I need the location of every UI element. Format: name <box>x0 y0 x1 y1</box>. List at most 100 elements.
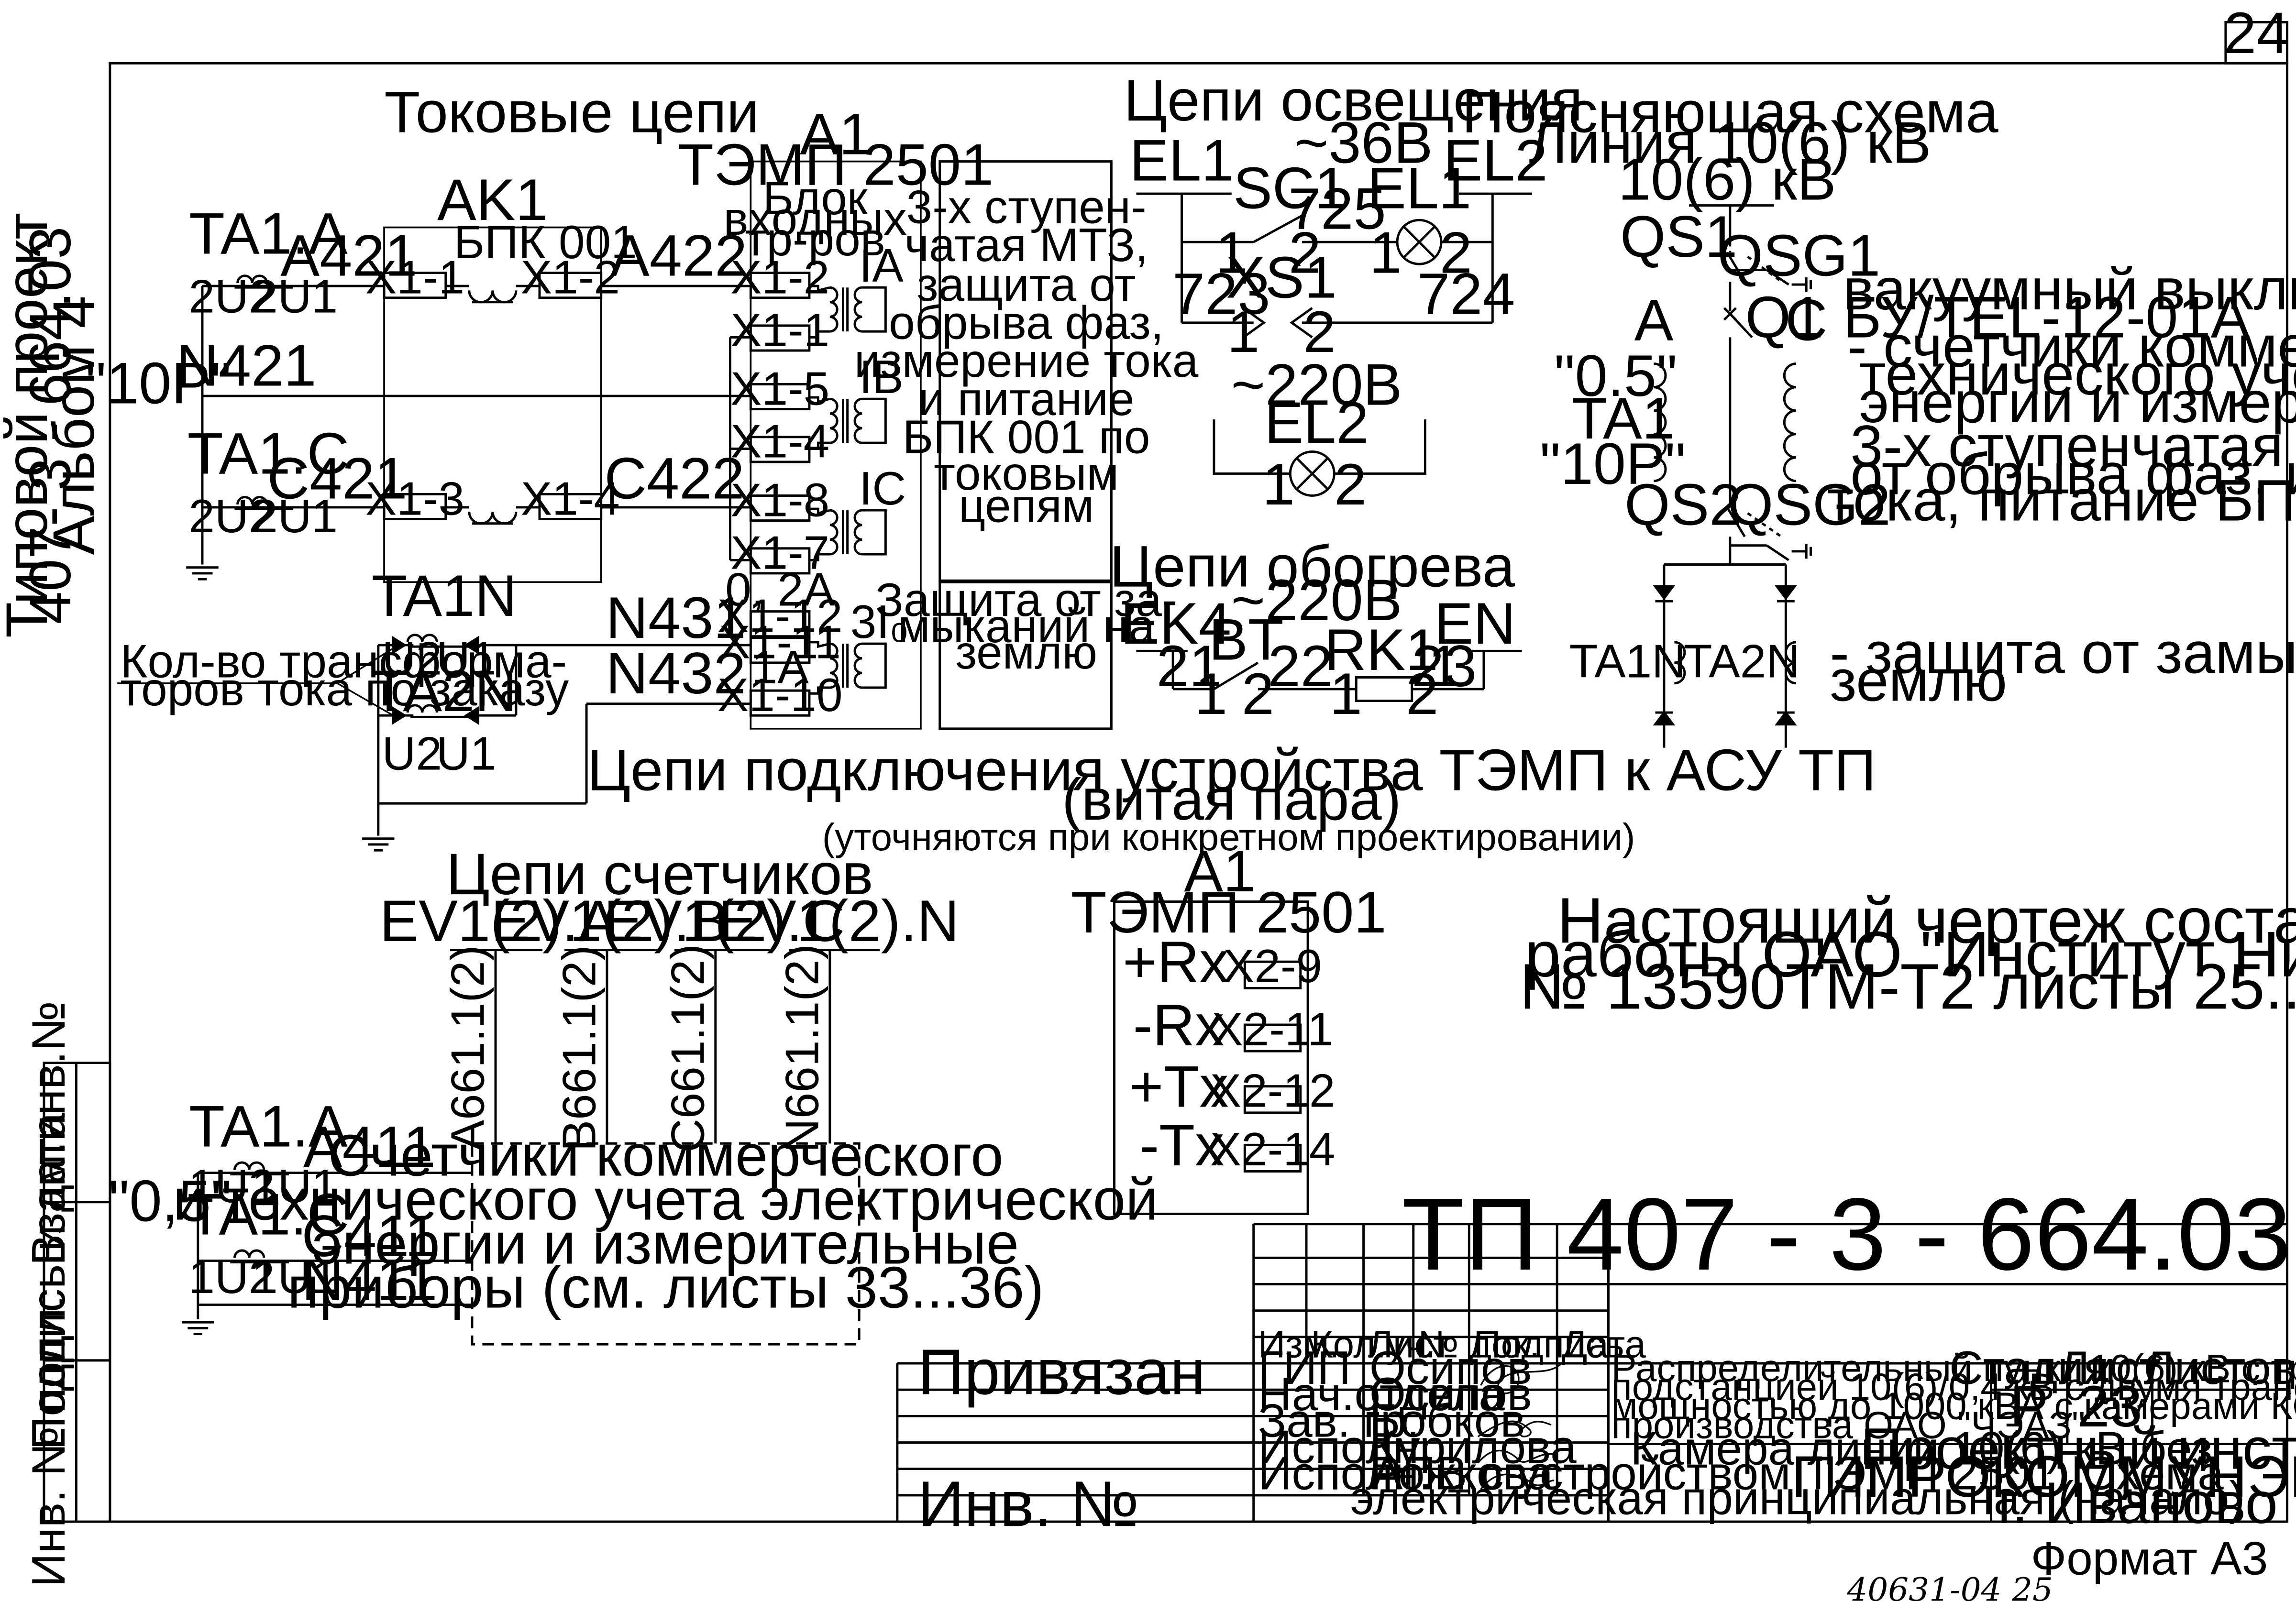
svg-text:N421: N421 <box>176 333 316 398</box>
svg-text:г. Иваново: г. Иваново <box>1998 1470 2278 1535</box>
svg-text:407- 3 - 664.03: 407- 3 - 664.03 <box>17 227 83 625</box>
side-stamp: Типовой проект 407- 3 - 664.03 Альбом 4 … <box>0 213 106 1587</box>
svg-text:2: 2 <box>1440 220 1472 285</box>
svg-text:N661.1(2): N661.1(2) <box>775 944 828 1152</box>
svg-text:EV1(2).A: EV1(2).A <box>379 888 618 954</box>
svg-text:EV1(2).N: EV1(2).N <box>718 888 959 954</box>
paper-format: Формат А3 <box>2031 1532 2268 1584</box>
svg-text:тр-ров: тр-ров <box>745 213 885 265</box>
svg-text:X1-8: X1-8 <box>730 473 829 526</box>
svg-text:1U1: 1U1 <box>252 1160 338 1212</box>
svg-text:от обрыва фаз, измерение: от обрыва фаз, измерение <box>1850 441 2296 506</box>
svg-text:входных: входных <box>724 192 907 245</box>
svg-text:Осипов: Осипов <box>1369 1341 1532 1394</box>
svg-text:измерение тока: измерение тока <box>854 334 1199 387</box>
svg-text:и питание: и питание <box>918 373 1135 425</box>
svg-text:A422: A422 <box>610 223 747 288</box>
svg-text:Типовой проект: Типовой проект <box>0 213 59 638</box>
svg-text:X2-14: X2-14 <box>1210 1123 1336 1175</box>
svg-text:Дата: Дата <box>1561 1323 1646 1366</box>
svg-text:Подпись и дата: Подпись и дата <box>22 1112 75 1450</box>
current-circuits-title: Токовые цепи <box>384 79 759 144</box>
svg-text:- счетчики коммерческого и: - счетчики коммерческого и <box>1847 314 2296 379</box>
svg-text:1U2: 1U2 <box>188 1160 275 1212</box>
svg-text:Исполн.: Исполн. <box>1258 1420 1432 1473</box>
svg-text:X1-1: X1-1 <box>730 304 829 356</box>
explanatory-title: Поясняющая схема <box>1462 79 1998 144</box>
svg-text:X1-4: X1-4 <box>521 472 620 525</box>
svg-text:-Tx: -Tx <box>1139 1112 1224 1178</box>
svg-text:подстанцией 10(6)/0,4 кВ с дву: подстанцией 10(6)/0,4 кВ с двумя трансфо… <box>1612 1366 2296 1408</box>
svg-text:Настоящий чертеж составлен на: Настоящий чертеж составлен на основании … <box>1557 884 2296 956</box>
svg-text:X1-7: X1-7 <box>730 526 829 579</box>
asu-title: Цепи подключения устройства ТЭМП к АСУ Т… <box>587 737 1876 803</box>
svg-text:(витая пара): (витая пара) <box>1062 767 1402 832</box>
svg-text:725: 725 <box>1288 176 1386 241</box>
svg-text:X1-2: X1-2 <box>730 251 829 303</box>
svg-text:1U1: 1U1 <box>252 1250 338 1303</box>
svg-text:Кол.уч.: Кол.уч. <box>1311 1323 1435 1366</box>
svg-text:23: 23 <box>1412 633 1477 699</box>
svg-text:энергии и измерительные: энергии и измерительные <box>312 1211 1019 1276</box>
svg-text:BT: BT <box>1209 607 1284 672</box>
current-circuits: Токовые цепи AK1 БПК 001 TA1.A A421 A422… <box>85 79 759 779</box>
lighting-title: Цепи освещения <box>1124 67 1582 133</box>
svg-text:- защита от замыканий на: - защита от замыканий на <box>1830 620 2296 685</box>
svg-text:A411: A411 <box>303 1114 436 1179</box>
svg-text:21: 21 <box>1157 633 1222 699</box>
title-block: ТП 407 - 3 - 664.03 - ЭПЗ Привязан Инв. … <box>918 1177 2296 1540</box>
svg-text:+Tx: +Tx <box>1129 1054 1229 1119</box>
svg-text:1: 1 <box>1215 220 1248 285</box>
svg-text:Листов: Листов <box>2143 1341 2296 1394</box>
svg-text:2: 2 <box>1242 661 1274 726</box>
svg-text:SC1: SC1 <box>1233 155 1347 221</box>
svg-text:U2: U2 <box>382 632 442 684</box>
sheet-number-box: 24 <box>2224 0 2289 66</box>
svg-text:вакуумный выключатель BB/TEL с: вакуумный выключатель BB/TEL с <box>1843 256 2296 322</box>
svg-text:QSG2: QSG2 <box>1728 472 1891 537</box>
svg-text:землю: землю <box>955 626 1097 679</box>
svg-text:RK1: RK1 <box>1324 617 1438 682</box>
sheet-number: 24 <box>2224 0 2289 66</box>
svg-text:Распределительный пункт 10(6): Распределительный пункт 10(6) кВ с транс… <box>1612 1347 2296 1389</box>
svg-text:EL2: EL2 <box>1443 127 1547 193</box>
svg-text:10(6) кВ: 10(6) кВ <box>1618 146 1836 212</box>
svg-text:электрическая принципиальная (: электрическая принципиальная (начало) <box>1350 1472 2245 1524</box>
svg-text:2: 2 <box>1406 661 1438 726</box>
svg-text:Зав. гр.: Зав. гр. <box>1258 1394 1420 1447</box>
privyazan-label: Привязан <box>918 1336 1206 1408</box>
svg-text:приборы (см. листы 33...36): приборы (см. листы 33...36) <box>287 1255 1044 1320</box>
svg-text:"0,5": "0,5" <box>109 1168 232 1234</box>
svg-text:технического учета электрическ: технического учета электрической <box>1859 341 2296 407</box>
svg-text:X1-2: X1-2 <box>521 251 620 303</box>
svg-text:N432: N432 <box>606 640 746 706</box>
svg-text:U1: U1 <box>436 727 496 780</box>
svg-text:1A: 1A <box>751 641 809 693</box>
svg-text:Лист: Лист <box>1368 1323 1451 1366</box>
svg-text:EL2: EL2 <box>1264 390 1369 455</box>
svg-text:работы ОАО "Институт Нижегород: работы ОАО "Институт Нижегородскэнергосе… <box>1525 918 2296 990</box>
svg-text:X1-1: X1-1 <box>365 251 464 303</box>
svg-text:TA1.C: TA1.C <box>188 1181 349 1247</box>
svg-text:N411: N411 <box>301 1247 437 1313</box>
svg-text:IC: IC <box>859 462 906 515</box>
svg-text:"10P": "10P" <box>85 350 231 416</box>
stage-value: Р <box>2009 1373 2049 1439</box>
svg-text:IA: IA <box>859 239 904 292</box>
svg-text:C411: C411 <box>301 1203 437 1269</box>
meters-box-text: Счетчики коммерческого <box>328 1123 1004 1188</box>
svg-text:"10P": "10P" <box>1540 431 1686 496</box>
svg-text:ГИПРОКОММУНЭНЕРГО: ГИПРОКОММУНЭНЕРГО <box>1791 1444 2296 1509</box>
svg-text:~220В: ~220В <box>1231 351 1402 417</box>
svg-text:A661.1(2): A661.1(2) <box>441 945 494 1151</box>
svg-text:C: C <box>1785 287 1828 353</box>
svg-text:22: 22 <box>1268 633 1333 699</box>
svg-text:1: 1 <box>1195 661 1227 726</box>
svg-text:2U1: 2U1 <box>252 270 338 322</box>
svg-text:ТЭМП 2501: ТЭМП 2501 <box>678 132 993 197</box>
svg-text:C661.1(2): C661.1(2) <box>661 944 714 1152</box>
svg-text:XS1: XS1 <box>1226 245 1337 310</box>
svg-text:Блок: Блок <box>763 172 868 224</box>
svg-text:N431: N431 <box>606 585 746 650</box>
